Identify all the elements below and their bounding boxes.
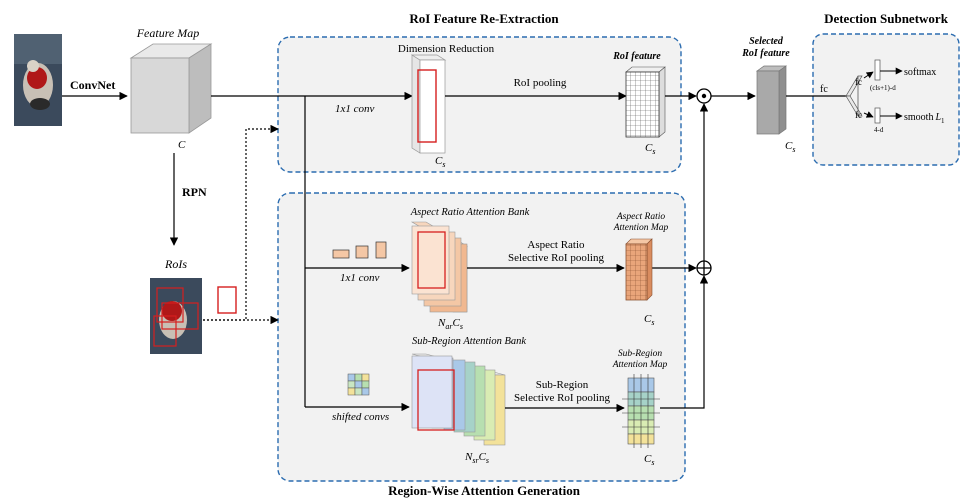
- detection-section-box: [812, 33, 960, 166]
- dimension-reduction-label: Dimension Reduction: [398, 43, 495, 55]
- aspect-map-line2: Attention Map: [613, 223, 669, 233]
- cls-branch-arrow: [863, 71, 874, 79]
- subregion-attention-map: [622, 374, 660, 448]
- detection-fc-label: fc: [820, 84, 828, 95]
- rois-image: [150, 278, 202, 354]
- roi-feature-grid: [625, 66, 666, 138]
- reg-dim-label: 4-d: [874, 126, 884, 134]
- subregion-map-to-add: [660, 275, 709, 409]
- selected-channels: Cs: [785, 140, 795, 154]
- reduced-channels: Cs: [435, 155, 445, 169]
- subregion-map-line1: Sub-Region: [618, 349, 663, 359]
- detection-fc-top: fc: [855, 77, 862, 87]
- subregion-pool-line1: Sub-Region: [536, 379, 589, 391]
- aspect-bank-channels: NarCs: [437, 317, 463, 331]
- aspect-attention-bank: [410, 221, 469, 313]
- cls-dim-label: (cls+1)-d: [870, 84, 896, 92]
- reextraction-conv-label: 1x1 conv: [335, 103, 375, 115]
- reduced-feature-slab: [410, 54, 447, 154]
- feature-map-label: Feature Map: [136, 26, 200, 40]
- convnet-label: ConvNet: [70, 78, 115, 92]
- softmax-label: softmax: [904, 67, 936, 78]
- aspect-pool-line1: Aspect Ratio: [527, 239, 585, 251]
- subregion-bank-label: Sub-Region Attention Bank: [412, 336, 526, 347]
- selected-feature-block: [755, 65, 788, 135]
- reextraction-section-box: [277, 36, 682, 173]
- subregion-map-line2: Attention Map: [612, 360, 668, 370]
- single-roi-box: [217, 286, 237, 314]
- attention-title: Region-Wise Attention Generation: [388, 483, 581, 498]
- roi-feature-label: RoI feature: [612, 51, 661, 62]
- roi-pooling-label: RoI pooling: [514, 77, 567, 89]
- reextraction-title: RoI Feature Re-Extraction: [409, 11, 559, 26]
- detection-fc-layers: [845, 75, 863, 117]
- aspect-pool-line2: Selective RoI pooling: [508, 252, 604, 264]
- multiply-dot-icon: [701, 93, 707, 99]
- rpn-label: RPN: [182, 185, 207, 199]
- roi-feature-channels: Cs: [645, 142, 655, 156]
- selected-label-line1: Selected: [749, 36, 784, 47]
- aspect-map-line1: Aspect Ratio: [616, 212, 666, 222]
- subregion-kernel-grid: [347, 373, 370, 396]
- subregion-conv-label: shifted convs: [332, 411, 389, 423]
- feature-map-cube: [129, 43, 213, 134]
- selected-label-line2: RoI feature: [741, 48, 790, 59]
- aspect-conv-label: 1x1 conv: [340, 272, 380, 284]
- reg-branch-arrow: [863, 111, 874, 118]
- detection-title: Detection Subnetwork: [824, 11, 949, 26]
- roi-dotted-up: [203, 124, 279, 321]
- input-image: [14, 34, 62, 126]
- aspect-bank-label: Aspect Ratio Attention Bank: [410, 207, 530, 218]
- aspect-attention-map: [625, 238, 653, 301]
- reg-output-box: [874, 107, 881, 124]
- aspect-map-channels: Cs: [644, 313, 654, 327]
- detection-fc-bottom: fc: [855, 110, 862, 120]
- rois-label: RoIs: [164, 257, 187, 271]
- aspect-kernel-shapes: [332, 241, 387, 259]
- subregion-map-channels: Cs: [644, 453, 654, 467]
- attention-section-box: [277, 192, 686, 482]
- subregion-bank-channels: NsrCs: [464, 451, 489, 465]
- cls-output-box: [874, 59, 881, 81]
- subregion-attention-bank: [411, 353, 506, 446]
- subregion-pool-line2: Selective RoI pooling: [514, 392, 610, 404]
- feature-map-channels: C: [178, 139, 186, 151]
